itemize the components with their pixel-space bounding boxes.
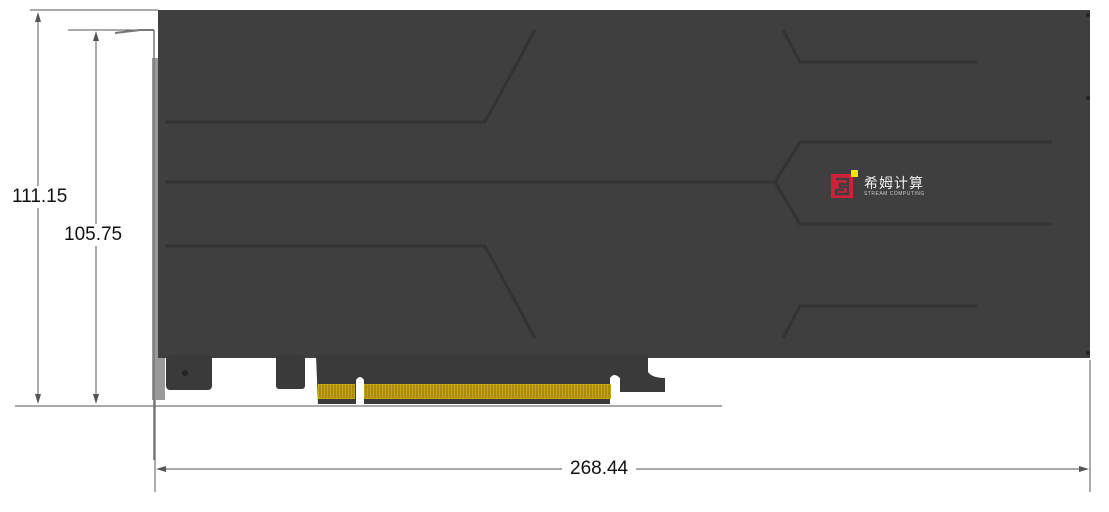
stream-computing-logo-icon bbox=[831, 170, 858, 198]
arrowheads bbox=[35, 12, 1089, 472]
gold-fingers-long bbox=[364, 384, 611, 399]
length-label: 268.44 bbox=[562, 458, 637, 480]
gold-fingers-short bbox=[318, 384, 355, 399]
shroud-grooves bbox=[165, 29, 1052, 339]
card-shroud bbox=[158, 10, 1090, 358]
dimension-lines bbox=[15, 9, 1091, 492]
logo-text: 希姆计算 STREAM COMPUTING bbox=[864, 176, 925, 198]
logo-name-en: STREAM COMPUTING bbox=[864, 191, 925, 197]
logo-name-cn: 希姆计算 bbox=[864, 175, 924, 191]
body-height-label: 105.75 bbox=[60, 224, 127, 246]
overall-height-label: 111.15 bbox=[8, 186, 72, 208]
